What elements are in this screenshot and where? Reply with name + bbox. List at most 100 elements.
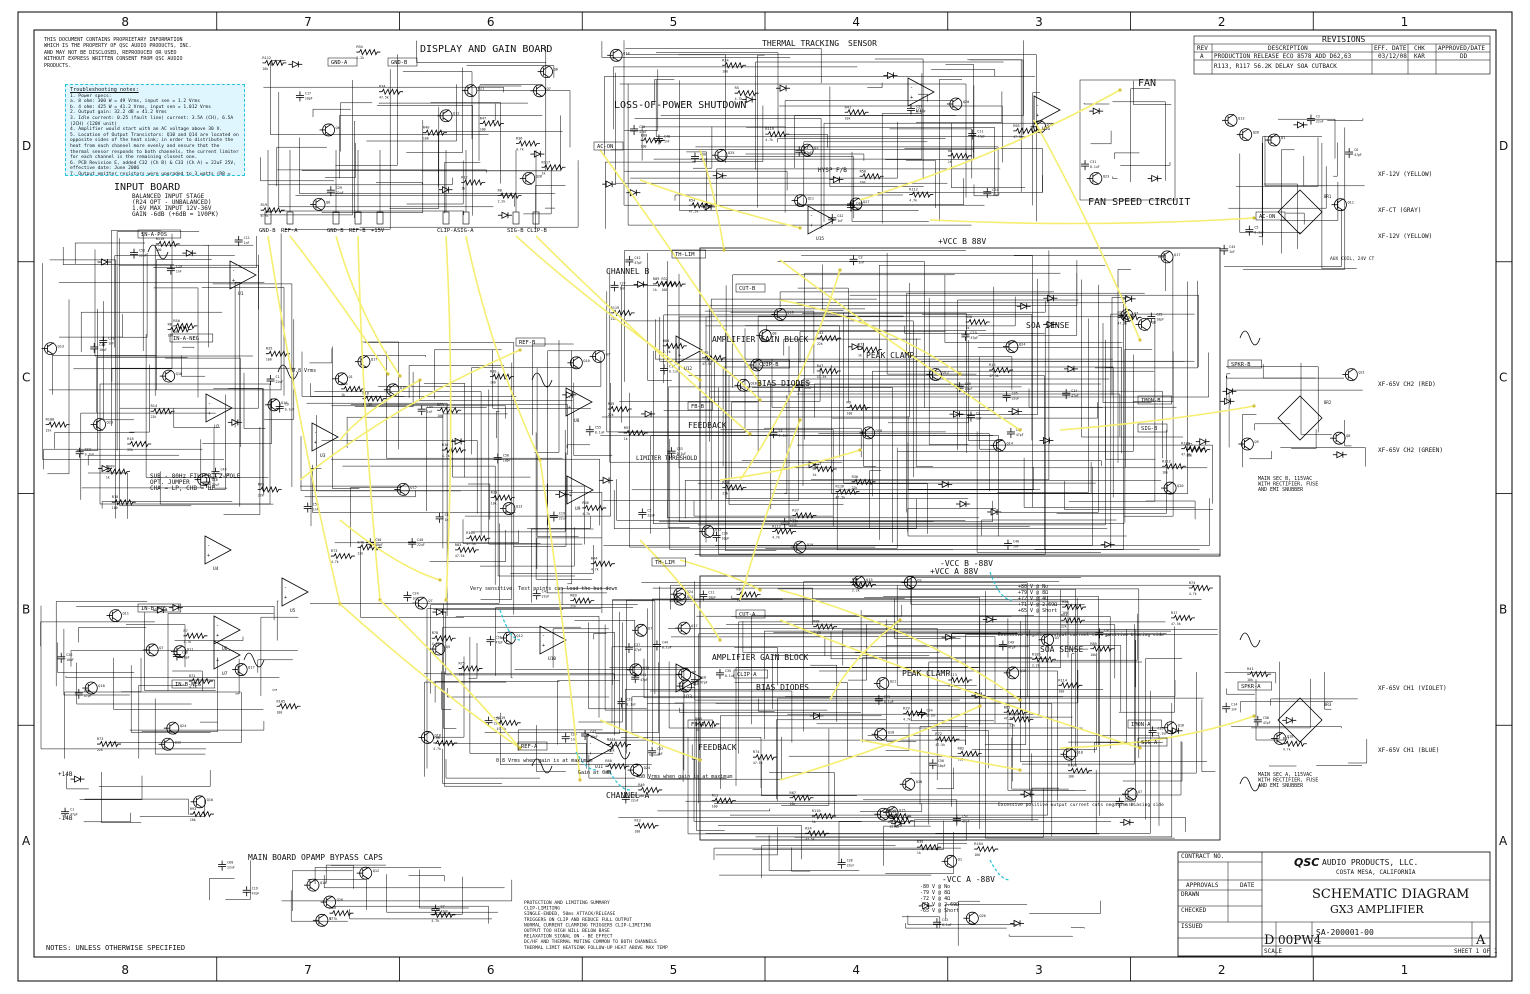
svg-text:1nF: 1nF — [571, 738, 577, 742]
svg-text:Q12: Q12 — [373, 869, 380, 873]
svg-text:R11: R11 — [712, 794, 719, 798]
svg-text:-: - — [314, 430, 317, 436]
svg-text:C33: C33 — [626, 698, 632, 702]
svg-text:-: - — [1036, 103, 1039, 109]
svg-text:Q24: Q24 — [1019, 343, 1026, 347]
troubleshooting-line-8: 7. Output emitter resistors were upgrade… — [70, 171, 231, 176]
schematic-components: Q21R40100R1171kR364.7kQ12C2922uFQ6R11210… — [41, 45, 1365, 929]
svg-text:Q24: Q24 — [180, 724, 187, 728]
svg-text:R19: R19 — [261, 203, 268, 207]
svg-text:22k: 22k — [570, 605, 576, 609]
net-label-spkr-b-14: SPKR-B — [1231, 362, 1250, 368]
rev-header-desc: DESCRIPTION — [1268, 45, 1308, 52]
row-label-right-B: B — [1499, 602, 1507, 616]
svg-text:Q18: Q18 — [916, 780, 923, 784]
svg-text:Q25: Q25 — [728, 151, 735, 155]
net-label-ref-a-18: REF-A — [521, 744, 538, 750]
svg-text:R105: R105 — [1032, 652, 1041, 656]
svg-text:+: + — [678, 681, 681, 687]
title-size: D — [1264, 933, 1274, 948]
svg-text:R50: R50 — [605, 759, 612, 763]
rail-pos-b: +VCC B 88V — [938, 237, 986, 246]
svg-text:4.7k: 4.7k — [903, 717, 911, 721]
waveform-note-3: 0.8 Vrms when gain is at maximum — [496, 758, 592, 764]
svg-text:C1: C1 — [445, 513, 449, 517]
svg-text:22uF: 22uF — [227, 866, 235, 870]
net-label-cut-b-6: CUT-B — [739, 286, 755, 292]
svg-text:1nF: 1nF — [620, 286, 626, 290]
svg-text:C47: C47 — [590, 730, 596, 734]
rev-row1-date: 03/12/08 — [1378, 53, 1407, 60]
troubleshooting-line-4: 3. Idle current: 0.25 (fault line) curre… — [70, 115, 234, 127]
svg-text:R9: R9 — [847, 400, 851, 404]
svg-text:R43: R43 — [817, 331, 824, 335]
svg-text:R119: R119 — [765, 127, 774, 131]
svg-text:1k: 1k — [341, 393, 345, 397]
svg-text:-: - — [216, 648, 219, 654]
net-label-cut-a-7: CUT-A — [739, 612, 756, 618]
svg-text:C55: C55 — [595, 426, 601, 430]
svg-text:R113: R113 — [813, 462, 822, 466]
svg-text:Q24: Q24 — [687, 590, 694, 594]
svg-text:1k: 1k — [917, 851, 921, 855]
svg-text:22uF: 22uF — [542, 595, 550, 599]
svg-text:C40: C40 — [417, 538, 423, 542]
svg-text:R49: R49 — [608, 402, 615, 406]
svg-text:Q26: Q26 — [536, 174, 543, 178]
input-board-sub-2: (R24 OPT - UNBALANCED) — [132, 199, 211, 206]
supply-pos-4: +65 V @ Short — [1018, 608, 1057, 614]
svg-text:R46: R46 — [638, 783, 645, 787]
input-board-sub-1: BALANCED INPUT STAGE — [132, 193, 205, 200]
thermal-tracking-title: THERMAL TRACKING — [762, 39, 839, 48]
svg-text:R14: R14 — [151, 404, 158, 408]
svg-text:BR3: BR3 — [1324, 702, 1332, 707]
svg-text:Q7: Q7 — [547, 87, 551, 91]
svg-text:-: - — [678, 671, 681, 677]
svg-text:R64: R64 — [1061, 613, 1068, 617]
ic-label-u4: U4 — [213, 566, 219, 572]
svg-text:C60: C60 — [227, 861, 233, 865]
svg-text:47.5k: 47.5k — [1171, 622, 1181, 626]
title-company: AUDIO PRODUCTS, LLC. — [1322, 858, 1418, 867]
svg-text:22k: 22k — [792, 519, 798, 523]
svg-text:C50: C50 — [503, 453, 509, 457]
schematic-wires — [40, 40, 1368, 946]
svg-text:4.7k: 4.7k — [331, 560, 339, 564]
supply-neg-2: -72 V @ 4Ω — [920, 896, 950, 902]
svg-text:R65: R65 — [1004, 705, 1011, 709]
svg-text:R94: R94 — [356, 45, 363, 49]
rail-pos-a: +VCC A 88V — [930, 567, 978, 576]
svg-text:Q10: Q10 — [888, 730, 895, 734]
svg-text:47.5k: 47.5k — [689, 209, 699, 213]
svg-text:100: 100 — [722, 69, 728, 73]
svg-text:Q15: Q15 — [715, 528, 722, 532]
svg-text:2.2k: 2.2k — [1032, 663, 1040, 667]
ic-label-u3: U3 — [320, 453, 326, 459]
troubleshooting-line-3: 2. Output gain: 32.2 dB = 41.2 Vrms — [70, 110, 167, 116]
svg-text:R75: R75 — [458, 661, 465, 665]
svg-text:R105: R105 — [277, 699, 286, 703]
svg-text:Q7: Q7 — [606, 353, 610, 357]
svg-text:C52: C52 — [139, 249, 145, 253]
svg-text:C43: C43 — [542, 590, 548, 594]
fan-frame — [1079, 79, 1176, 201]
ic-label-u14: U14 — [916, 108, 924, 114]
svg-text:47.5k: 47.5k — [379, 96, 389, 100]
svg-text:4.7k: 4.7k — [433, 747, 441, 751]
svg-text:0.1uF: 0.1uF — [926, 714, 936, 718]
svg-text:10pF: 10pF — [182, 656, 190, 660]
col-label-bottom-2: 2 — [1218, 963, 1226, 977]
svg-text:Q23: Q23 — [1103, 174, 1110, 178]
svg-text:4.7k: 4.7k — [189, 685, 197, 689]
net-label-fb-b-4: FB-B — [691, 404, 704, 410]
input-board-title: INPUT BOARD — [114, 182, 180, 193]
svg-text:4.7k: 4.7k — [765, 138, 773, 142]
svg-text:Q13: Q13 — [764, 361, 771, 365]
svg-text:C29: C29 — [336, 186, 342, 190]
svg-text:Q1: Q1 — [958, 857, 962, 861]
col-label-bottom-4: 4 — [852, 963, 860, 977]
xf-ct-gray: XF-CT (GRAY) — [1378, 207, 1421, 214]
svg-text:R98: R98 — [813, 620, 820, 624]
svg-text:C6: C6 — [1354, 148, 1358, 152]
